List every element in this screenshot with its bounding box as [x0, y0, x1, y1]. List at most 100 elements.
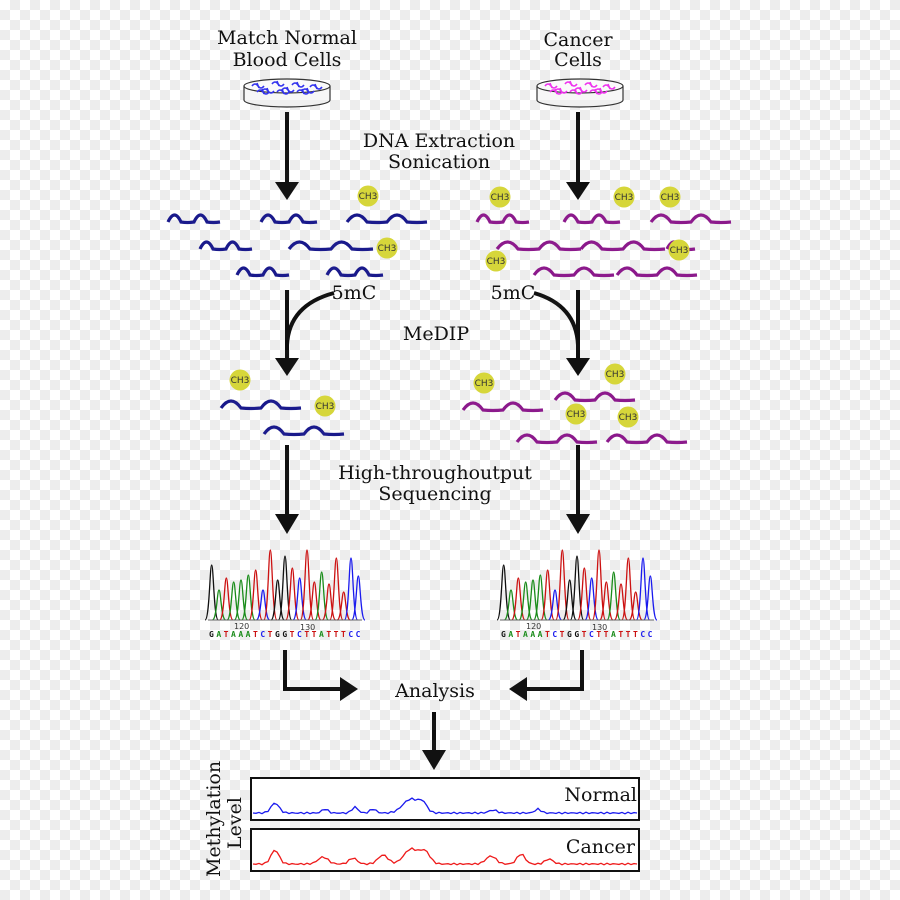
methyl-group-icon: CH3	[604, 363, 626, 385]
methyl-group-icon: CH3	[489, 186, 511, 208]
methyl-group-label: CH3	[231, 376, 250, 386]
methyl-group-icon: CH3	[617, 406, 639, 428]
chromatogram-peak	[635, 557, 651, 621]
chromatogram-tick-120: 120	[234, 622, 249, 631]
cell-icon	[544, 82, 558, 89]
methyl-group-label: CH3	[619, 413, 638, 423]
methyl-group-icon: CH3	[659, 186, 681, 208]
cell-icon	[271, 80, 285, 87]
methyl-group-icon: CH3	[314, 395, 336, 417]
methyl-group-label: CH3	[567, 410, 586, 420]
arrowhead-icon	[340, 677, 358, 701]
methyl-group-icon: CH3	[485, 250, 507, 272]
arrowhead-icon	[566, 358, 590, 376]
chromatogram-peak	[351, 575, 366, 621]
methyl-group-icon: CH3	[473, 372, 495, 394]
dna-fragment-icon	[495, 240, 582, 252]
chromatogram-peak	[643, 575, 658, 621]
dna-fragment-icon	[235, 266, 290, 278]
chromatogram-peak	[255, 589, 271, 621]
arrowhead-icon	[566, 182, 590, 200]
chromatogram-peak	[621, 557, 636, 621]
dna-fragment-icon	[579, 240, 666, 252]
antibody-5mc-left: 5mC	[332, 282, 377, 304]
track-cancer-line	[252, 847, 638, 866]
dna-fragment-icon	[287, 240, 374, 252]
chromatogram-peak	[628, 591, 643, 621]
chromatogram-tick-130: 130	[592, 623, 607, 632]
step-sequencing: Sequencing	[378, 483, 491, 505]
chromatogram-peak	[277, 555, 293, 621]
methyl-group-label: CH3	[606, 370, 625, 380]
track-cancer-label: Cancer	[566, 836, 636, 858]
cancer-cells-dish-icon	[536, 78, 624, 108]
chromatogram-peak	[540, 569, 555, 621]
step-analysis: Analysis	[394, 680, 475, 702]
chromatogram-peak	[496, 564, 511, 621]
cell-icon	[256, 88, 270, 95]
cell-icon	[281, 86, 295, 93]
cell-icon	[584, 81, 598, 88]
methyl-group-label: CH3	[661, 193, 680, 203]
cell-icon	[569, 88, 583, 95]
methyl-group-icon: CH3	[668, 239, 690, 261]
chromatogram-peak	[606, 571, 621, 621]
cell-icon	[549, 88, 563, 95]
cell-icon	[251, 82, 265, 89]
cell-icon	[574, 86, 588, 93]
chromatogram-peak	[555, 549, 570, 621]
step-medip: MeDIP	[403, 323, 469, 345]
chromatogram-peak	[329, 557, 344, 621]
cell-icon	[291, 81, 305, 88]
chromatogram-peak	[263, 549, 278, 621]
chromatogram-tick-130: 130	[300, 623, 315, 632]
methyl-group-icon: CH3	[613, 186, 635, 208]
methyl-group-label: CH3	[316, 402, 335, 412]
methyl-group-label: CH3	[491, 193, 510, 203]
dna-fragment-icon	[649, 213, 732, 225]
dna-fragment-icon	[262, 425, 345, 437]
cancer-title-line2: Cells	[554, 49, 602, 71]
dna-fragment-icon	[553, 391, 636, 403]
chromatogram-tick-120: 120	[526, 622, 541, 631]
cell-icon	[296, 88, 310, 95]
dna-fragment-icon	[615, 266, 698, 278]
dna-fragment-icon	[562, 213, 621, 225]
dna-fragment-icon	[461, 401, 544, 413]
antibody-curve-icon	[533, 291, 580, 346]
y-axis-label-level: Level	[224, 797, 246, 849]
dna-fragment-icon	[198, 240, 253, 252]
dna-fragment-icon	[345, 213, 428, 225]
arrow-to-analysis-left-icon	[283, 650, 343, 691]
methyl-group-label: CH3	[475, 379, 494, 389]
cell-icon	[589, 88, 603, 95]
chromatogram-peak	[569, 555, 585, 621]
track-normal-label: Normal	[564, 784, 637, 806]
chromatogram-peak	[248, 569, 263, 621]
y-axis-label-methylation: Methylation	[203, 761, 225, 877]
dna-fragment-icon	[532, 266, 615, 278]
methyl-group-icon: CH3	[357, 185, 379, 207]
dna-fragment-icon	[219, 399, 302, 411]
normal-cells-dish-icon	[243, 78, 331, 108]
normal-title-line1: Match Normal	[217, 27, 357, 49]
track-cancer-panel: Cancer	[250, 828, 640, 872]
track-normal-panel: Normal	[250, 777, 640, 821]
arrowhead-icon	[275, 358, 299, 376]
dna-fragment-icon	[166, 213, 221, 225]
step-sonication: Sonication	[388, 151, 490, 173]
methyl-group-icon: CH3	[229, 369, 251, 391]
antibody-5mc-right: 5mC	[491, 282, 536, 304]
cancer-title-line1: Cancer	[543, 29, 613, 51]
normal-title-line2: Blood Cells	[233, 49, 342, 71]
chromatogram-peak	[204, 564, 219, 621]
dna-fragment-icon	[259, 213, 318, 225]
arrow-to-analysis-right-icon	[524, 650, 584, 691]
cell-icon	[602, 83, 616, 90]
arrowhead-icon	[275, 514, 299, 534]
methyl-group-label: CH3	[615, 193, 634, 203]
